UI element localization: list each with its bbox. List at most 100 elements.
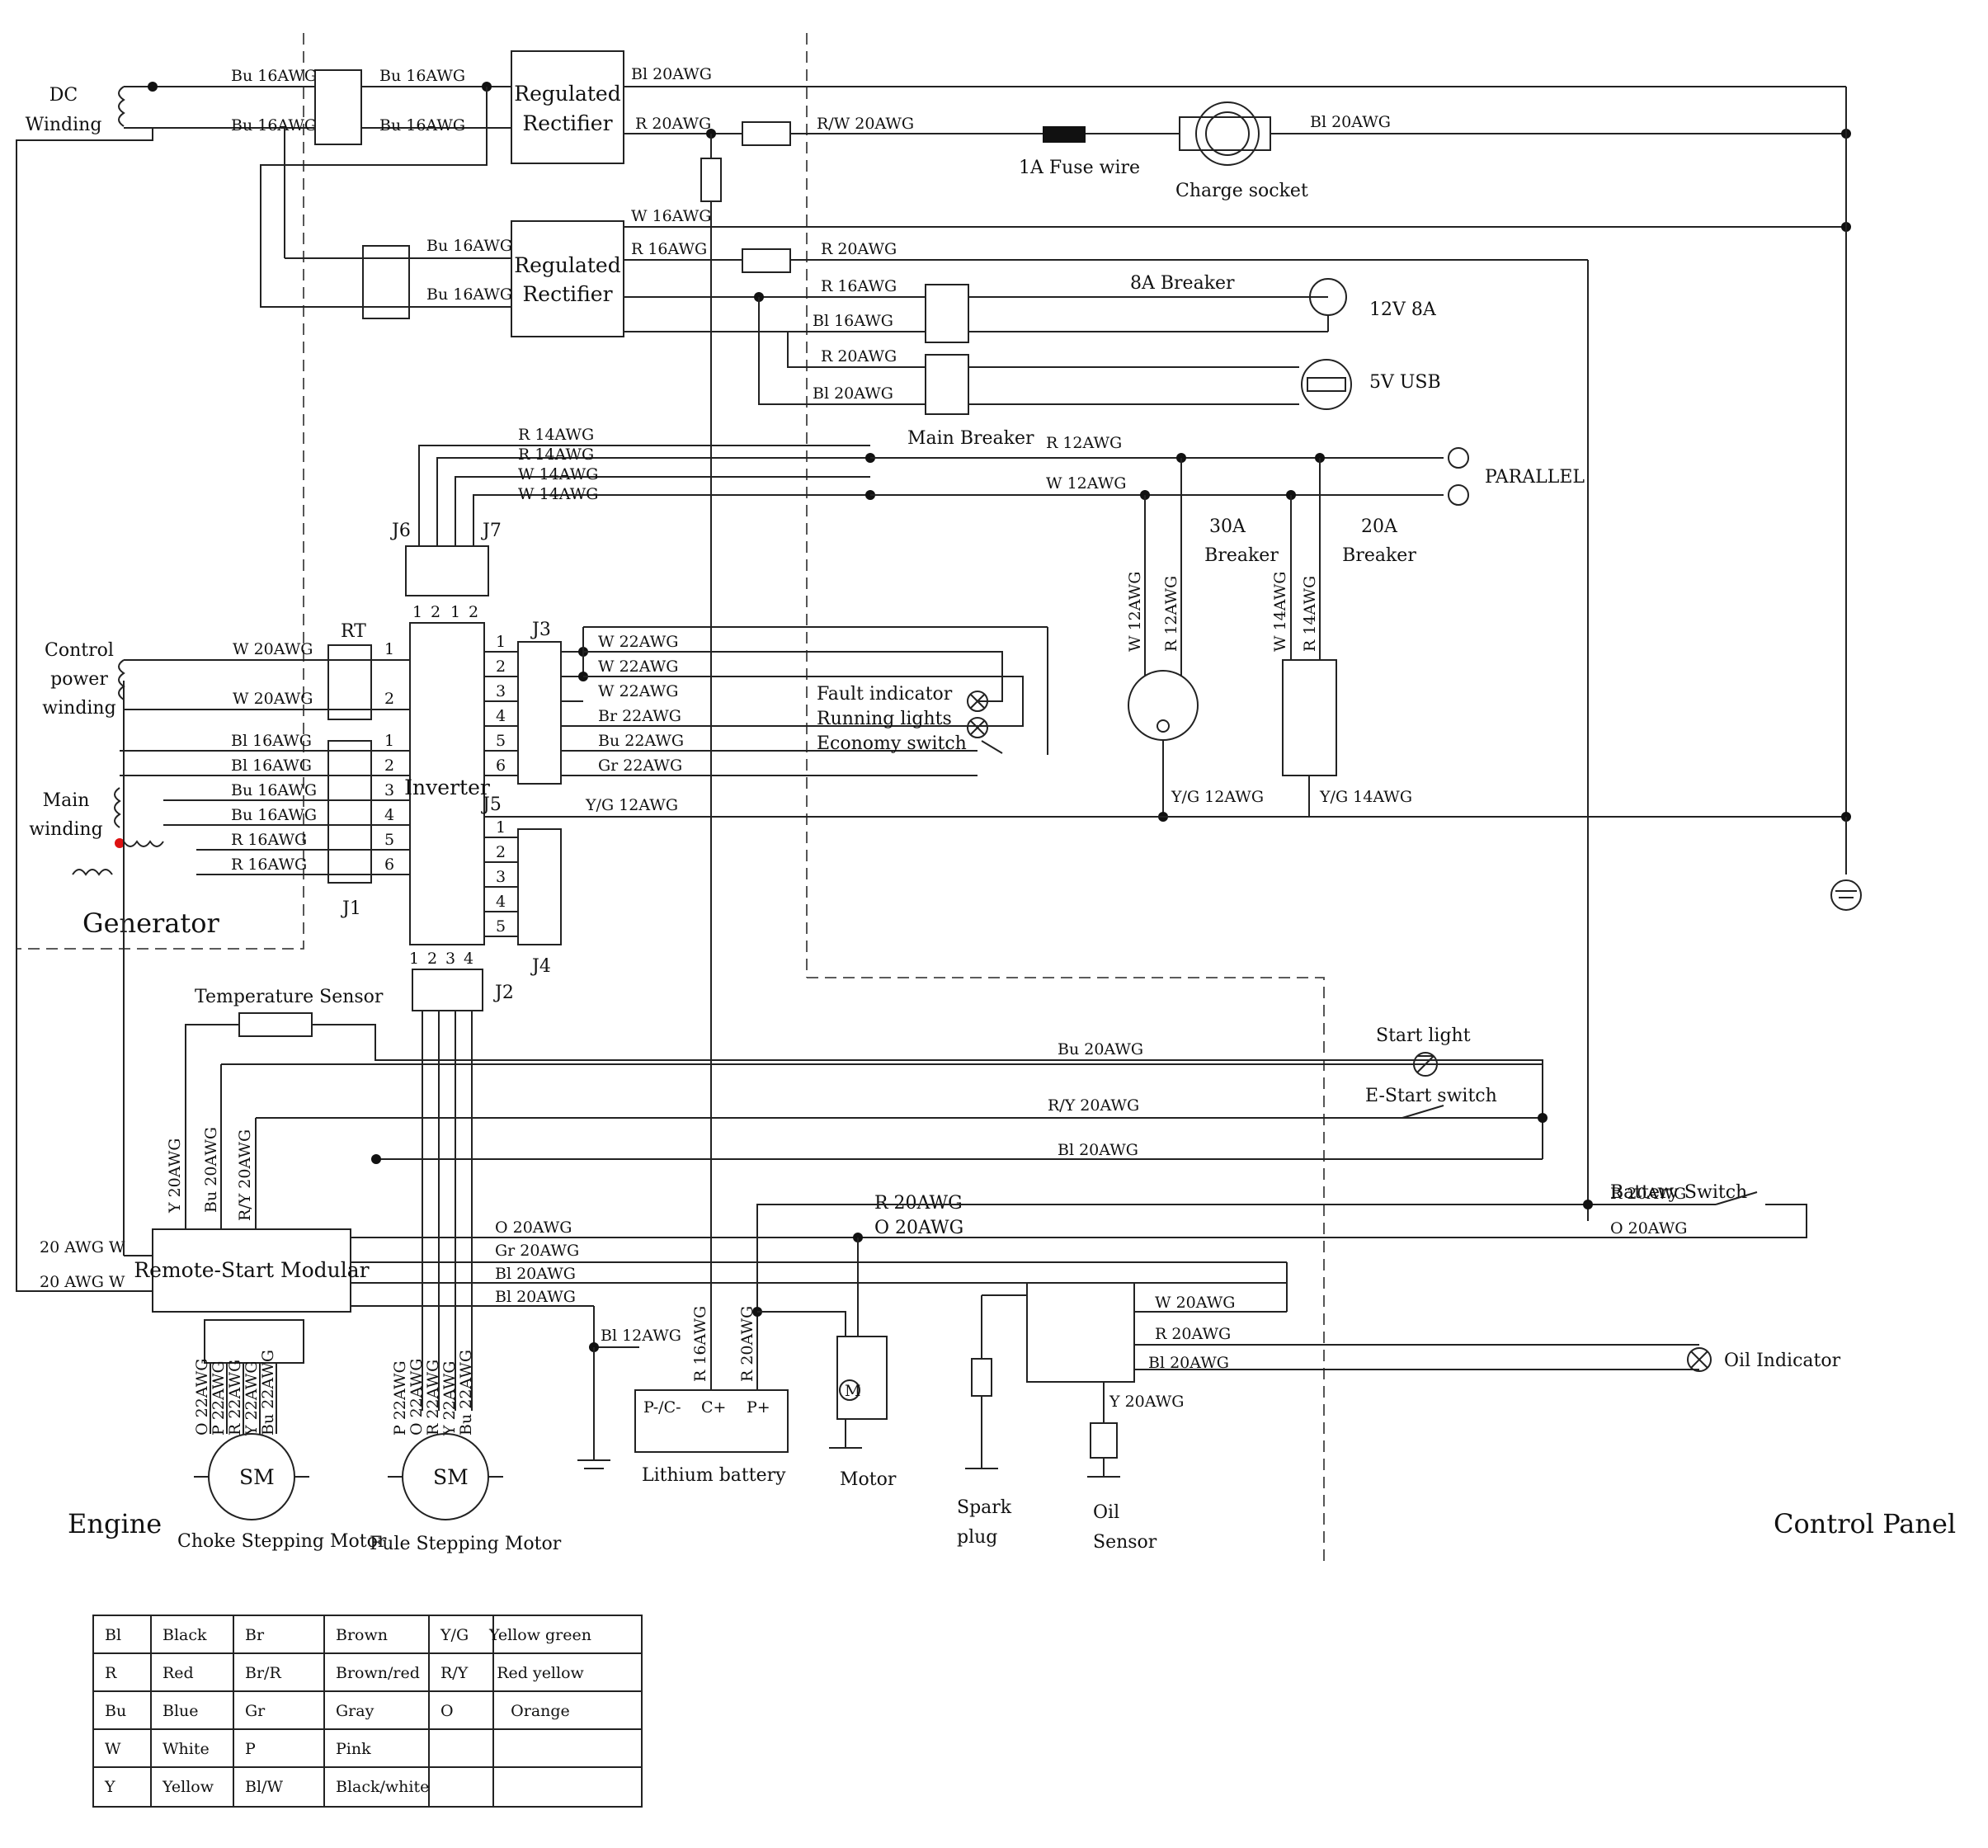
breaker-20a-label-2: Breaker [1342,545,1416,566]
j3-wire-label: Br 22AWG [598,707,681,725]
j2-pin-4: 4 [464,950,473,968]
legend-cell: Bl [105,1626,121,1644]
charge-socket-label: Charge socket [1175,181,1308,201]
legend-cell: Black/white [336,1778,429,1796]
battery-terminal-neg: P-/C- [643,1398,681,1417]
wire-label-r2-bu2: Bu 16AWG [426,285,512,304]
j1-pin: 3 [384,781,394,799]
main-winding-label: Main [43,790,90,811]
choke-wire-label: R 22AWG [226,1360,244,1436]
wire-label-rs-bu20: Bu 20AWG [202,1127,220,1213]
estart-switch-icon [1401,1105,1444,1119]
fuel-wire-label: P 22AWG [391,1360,409,1436]
inverter-label: Inverter [404,776,490,799]
oil-indicator-label: Oil Indicator [1724,1351,1841,1371]
j3-pin: 1 [496,633,506,651]
engine-title: Engine [68,1508,162,1539]
j5-label: J5 [481,794,502,815]
wire-label-rs-gr20: Gr 20AWG [495,1242,579,1260]
remote-start-label: Remote-Start Modular [134,1258,369,1282]
wire-label-s20-r: R 14AWG [1301,576,1319,652]
oil-sensor-icon [1090,1422,1118,1459]
usb-slot-icon [1307,377,1346,392]
main-winding-coil [114,787,121,828]
wire-label-bl20: Bl 20AWG [1058,1141,1138,1159]
wire-label-ign-r: R 20AWG [1155,1325,1231,1343]
control-winding-label: Control [45,640,114,661]
dc-winding-label-2: Winding [26,115,102,135]
control-winding-label-3: winding [42,698,115,719]
fuel-wire-label: R 22AWG [424,1360,442,1436]
main-winding-coil-3 [123,840,164,847]
spark-plug-label: Spark [957,1497,1012,1518]
j2-pin-2: 2 [427,950,437,968]
j6-pin-2: 2 [431,603,440,621]
wire-label-bl12: Bl 12AWG [601,1327,681,1345]
30a-outlet-icon [1128,670,1199,741]
usb-output-label: 5V USB [1369,372,1441,393]
generator-label: Generator [82,908,220,939]
j5-pin: 5 [496,917,506,936]
rw-connector [742,121,791,146]
wire-label-rs-bl20b: Bl 20AWG [495,1288,576,1306]
wire-label-yg14: Y/G 14AWG [1319,788,1412,806]
legend-cell: Gray [336,1702,375,1720]
wire-label-j7-2: W 14AWG [518,485,598,503]
parallel-terminal-w-icon [1448,484,1469,506]
legend-cell: Orange [511,1702,570,1720]
j1-wire-label: R 16AWG [231,856,307,874]
motor-relay-icon [836,1336,888,1420]
parallel-terminal-r-icon [1448,447,1469,469]
choke-wire-label: P 22AWG [210,1360,228,1436]
j3-pin: 4 [496,707,506,725]
parallel-label: PARALLEL [1485,467,1585,488]
legend-cell: Black [163,1626,207,1644]
dc-connector [314,69,362,145]
wire-label-rt2: W 20AWG [233,690,313,708]
j7-pin-1: 1 [450,603,460,621]
dc-winding-coil [118,86,125,127]
j6-label: J6 [390,521,411,541]
j1-wire-label: Bl 16AWG [231,757,312,775]
regulated-rectifier-1 [511,50,624,164]
j3-wire-label: Bu 22AWG [598,732,684,750]
j2-pin-3: 3 [445,950,455,968]
inverter-box [409,622,485,945]
legend-cell: Yellow [162,1778,214,1796]
j3-pin: 3 [496,682,506,700]
oil-sensor-label: Oil [1093,1502,1119,1523]
fault-indicator-label: Fault indicator [817,684,953,705]
wire-label-bu20: Bu 20AWG [1058,1040,1143,1058]
legend-cell: Bu [105,1702,126,1720]
control-winding-coil [118,659,125,700]
inverter-section: Inverter J6 J7 1 2 1 2 R 14AWG R 14AWG W… [29,426,1862,1411]
top-rails: Bl 20AWG R 20AWG R/W 20AWG 1A Fuse wire … [624,65,1851,1411]
choke-wire-label: O 22AWG [193,1359,211,1436]
start-light-lamp-icon [1413,1052,1438,1077]
wire-label-rw: R/W 20AWG [817,115,914,133]
wire-label-rt1: W 20AWG [233,640,313,658]
lithium-battery-label: Lithium battery [642,1465,786,1486]
j4-label: J4 [530,956,551,977]
legend-cell: Red [163,1664,194,1682]
j5-pin: 1 [496,818,506,837]
wire-label-dc2: Bu 16AWG [231,116,317,134]
j1-pin: 4 [384,806,394,824]
ground-icon [1830,879,1862,911]
wire-label-o20-sw: O 20AWG [1610,1219,1687,1238]
j3-label: J3 [530,620,551,640]
j7-label: J7 [481,521,502,541]
legend-cell: Gr [245,1702,266,1720]
wire-label-rs-y20: Y 20AWG [166,1138,184,1214]
legend-cell: Br/R [245,1664,281,1682]
engine-section: Temperature Sensor Bu 20AWG Start light … [16,681,1956,1554]
choke-wire-label: Bu 22AWG [259,1350,277,1436]
wire-label-s20-w: W 14AWG [1271,572,1289,652]
motor-icon [839,1379,860,1401]
wire-label-r16bat: R 16AWG [691,1306,709,1382]
j6-j7-connector [405,545,489,596]
fuse-label: 1A Fuse wire [1019,158,1140,178]
fuel-motor-label: Fule Stepping Motor [370,1534,562,1554]
20a-outlet-icon [1282,659,1337,776]
wire-label-yg12-inv: Y/G 12AWG [585,796,678,814]
